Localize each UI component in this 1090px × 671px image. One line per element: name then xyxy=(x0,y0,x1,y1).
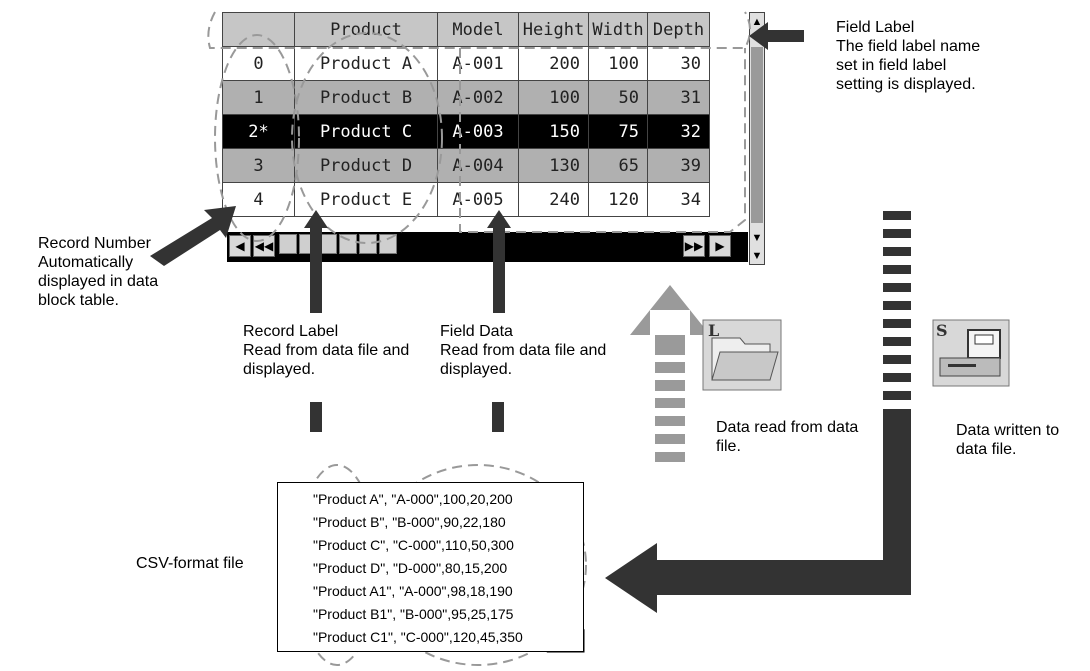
field-data-description: Read from data file and displayed. xyxy=(440,342,607,378)
record-label-cell: Product D xyxy=(294,148,438,183)
scroll-top-icon[interactable]: ▲ xyxy=(751,16,763,28)
edit-record-icon[interactable] xyxy=(359,234,377,254)
data-read-label: Data read from data file. xyxy=(716,419,859,455)
record-label-connector xyxy=(310,402,322,432)
field-data-cell: 130 xyxy=(518,148,589,183)
record-label-cell: Product B xyxy=(294,80,438,115)
record-label-description: Read from data file and displayed. xyxy=(243,342,410,378)
scrollbar-thumb[interactable] xyxy=(751,47,763,223)
field-data-cell: A-003 xyxy=(437,114,519,149)
field-data-cell: A-002 xyxy=(437,80,519,115)
record-number-arrow xyxy=(150,206,236,266)
field-data-cell: A-005 xyxy=(437,182,519,217)
header-cell-depth[interactable]: Depth xyxy=(647,12,710,47)
table-row[interactable]: 0 Product A A-001 200 100 30 xyxy=(222,46,710,81)
csv-line: "Product C1", "C-000",120,45,350 xyxy=(313,629,523,645)
field-data-cell: A-004 xyxy=(437,148,519,183)
data-block-table: Product Model Height Width Depth 0 Produ… xyxy=(222,12,710,217)
csv-line: "Product A", "A-000",100,20,200 xyxy=(313,491,513,507)
field-label-title: Field Label xyxy=(836,19,915,36)
field-data-outline xyxy=(459,48,746,233)
data-write-arrow xyxy=(605,211,911,613)
field-data-cell: 200 xyxy=(518,46,589,81)
field-data-cell: 240 xyxy=(518,182,589,217)
csv-line: "Product D", "D-000",80,15,200 xyxy=(313,560,508,576)
data-read-arrow xyxy=(630,285,710,462)
load-folder-icon: L xyxy=(702,319,782,391)
table-row[interactable]: 4 Product E A-005 240 120 34 xyxy=(222,182,710,217)
field-data-title: Field Data xyxy=(440,323,513,340)
prev-record-icon[interactable]: ◀ xyxy=(229,235,251,257)
record-label-title: Record Label xyxy=(243,323,339,340)
table-row[interactable]: 3 Product D A-004 130 65 39 xyxy=(222,148,710,183)
csv-line: "Product C", "C-000",110,50,300 xyxy=(313,537,514,553)
field-data-cell: 39 xyxy=(647,148,710,183)
csv-file-label: CSV-format file xyxy=(136,555,244,572)
data-written-label: Data written to data file. xyxy=(956,422,1060,458)
record-number-description: Automatically displayed in data block ta… xyxy=(38,254,159,309)
field-data-connector xyxy=(492,402,504,432)
header-cell xyxy=(222,12,295,47)
field-data-cell: 65 xyxy=(588,148,648,183)
svg-text:L: L xyxy=(708,321,719,340)
field-data-cell: 100 xyxy=(518,80,589,115)
field-label-description: The field label name set in field label … xyxy=(836,38,981,93)
field-data-cell: 32 xyxy=(647,114,710,149)
field-data-arrow xyxy=(487,210,511,313)
field-data-cell: 100 xyxy=(588,46,648,81)
svg-text:S: S xyxy=(936,321,948,340)
next-page-icon[interactable]: ▶▶ xyxy=(683,235,705,257)
record-label-cell: Product E xyxy=(294,182,438,217)
field-data-cell: 120 xyxy=(588,182,648,217)
field-data-cell: A-001 xyxy=(437,46,519,81)
csv-line: "Product B1", "B-000",95,25,175 xyxy=(313,606,514,622)
csv-line: "Product A1", "A-000",98,18,190 xyxy=(313,583,513,599)
record-number-outline xyxy=(214,34,300,242)
record-number-title: Record Number xyxy=(38,235,151,252)
delete-record-icon[interactable] xyxy=(379,234,397,254)
csv-file: "Product A", "A-000",100,20,200 "Product… xyxy=(277,482,584,652)
field-data-cell: 150 xyxy=(518,114,589,149)
record-label-arrow xyxy=(304,210,328,313)
field-data-cell: 34 xyxy=(647,182,710,217)
record-label-cell: Product C xyxy=(294,114,438,149)
field-label-outline xyxy=(207,11,751,49)
vertical-scrollbar[interactable]: ▲ ▲ ▼ ▼ xyxy=(749,12,765,265)
scroll-down-icon[interactable]: ▼ xyxy=(751,232,763,244)
field-data-cell: 30 xyxy=(647,46,710,81)
csv-line: "Product B", "B-000",90,22,180 xyxy=(313,514,506,530)
add-column-icon[interactable] xyxy=(339,234,357,254)
record-number-cell: 3 xyxy=(222,148,295,183)
scroll-bottom-icon[interactable]: ▼ xyxy=(751,250,763,262)
record-label-outline xyxy=(291,32,443,244)
field-label-arrow xyxy=(749,22,804,50)
insert-record-icon[interactable] xyxy=(279,234,297,254)
save-disk-icon: S xyxy=(932,319,1010,387)
header-cell-model[interactable]: Model xyxy=(437,12,519,47)
table-row[interactable]: 1 Product B A-002 100 50 31 xyxy=(222,80,710,115)
next-record-icon[interactable]: ▶ xyxy=(709,235,731,257)
record-label-cell: Product A xyxy=(294,46,438,81)
